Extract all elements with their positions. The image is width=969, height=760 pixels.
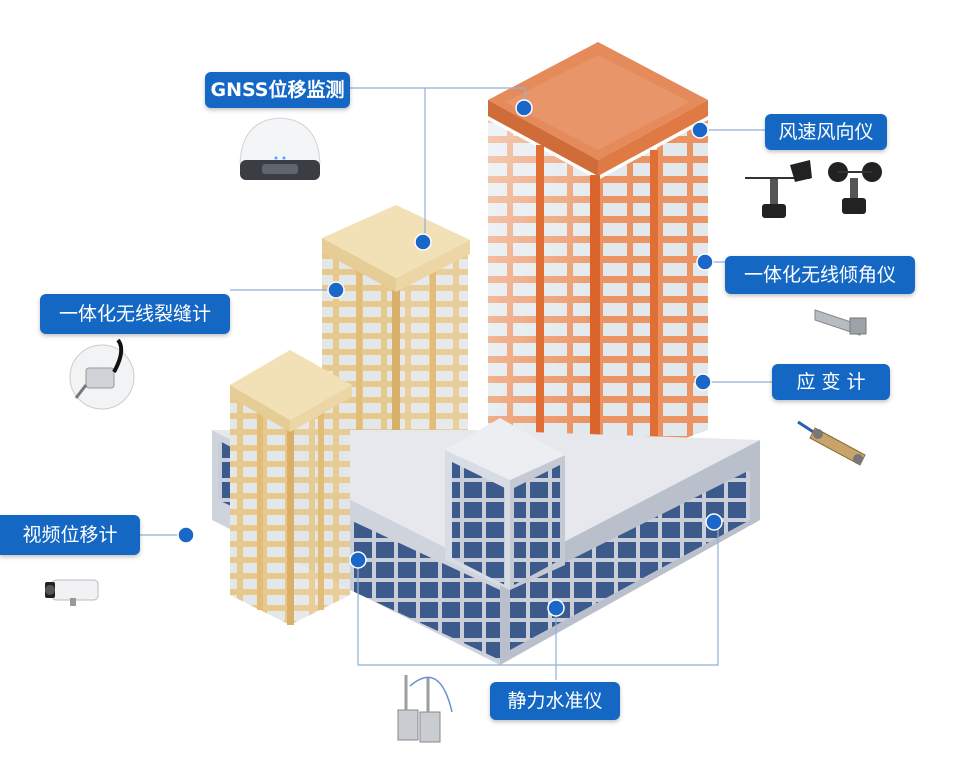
gnss-receiver-icon [239,117,321,180]
label-gnss: GNSS位移监测 [205,72,350,108]
label-hydrostatic-level: 静力水准仪 [490,682,620,720]
label-tilt-sensor: 一体化无线倾角仪 [725,256,915,294]
hydrostatic-level-icon [397,675,453,743]
orange-tower [488,42,708,470]
camera-icon [45,579,99,606]
sensor-dots [177,99,723,617]
label-video-displacement: 视频位移计 [0,515,140,555]
label-wind-speed-direction: 风速风向仪 [765,114,887,150]
beige-tower-front [230,350,352,625]
anemometer-icon [828,162,882,214]
label-strain-gauge: 应 变 计 [772,364,890,400]
wind-vane-icon [745,160,812,218]
tilt-sensor-icon [814,309,867,336]
strain-gauge-icon [797,420,866,466]
label-crack-meter: 一体化无线裂缝计 [40,294,230,334]
crack-meter-icon [69,338,135,410]
